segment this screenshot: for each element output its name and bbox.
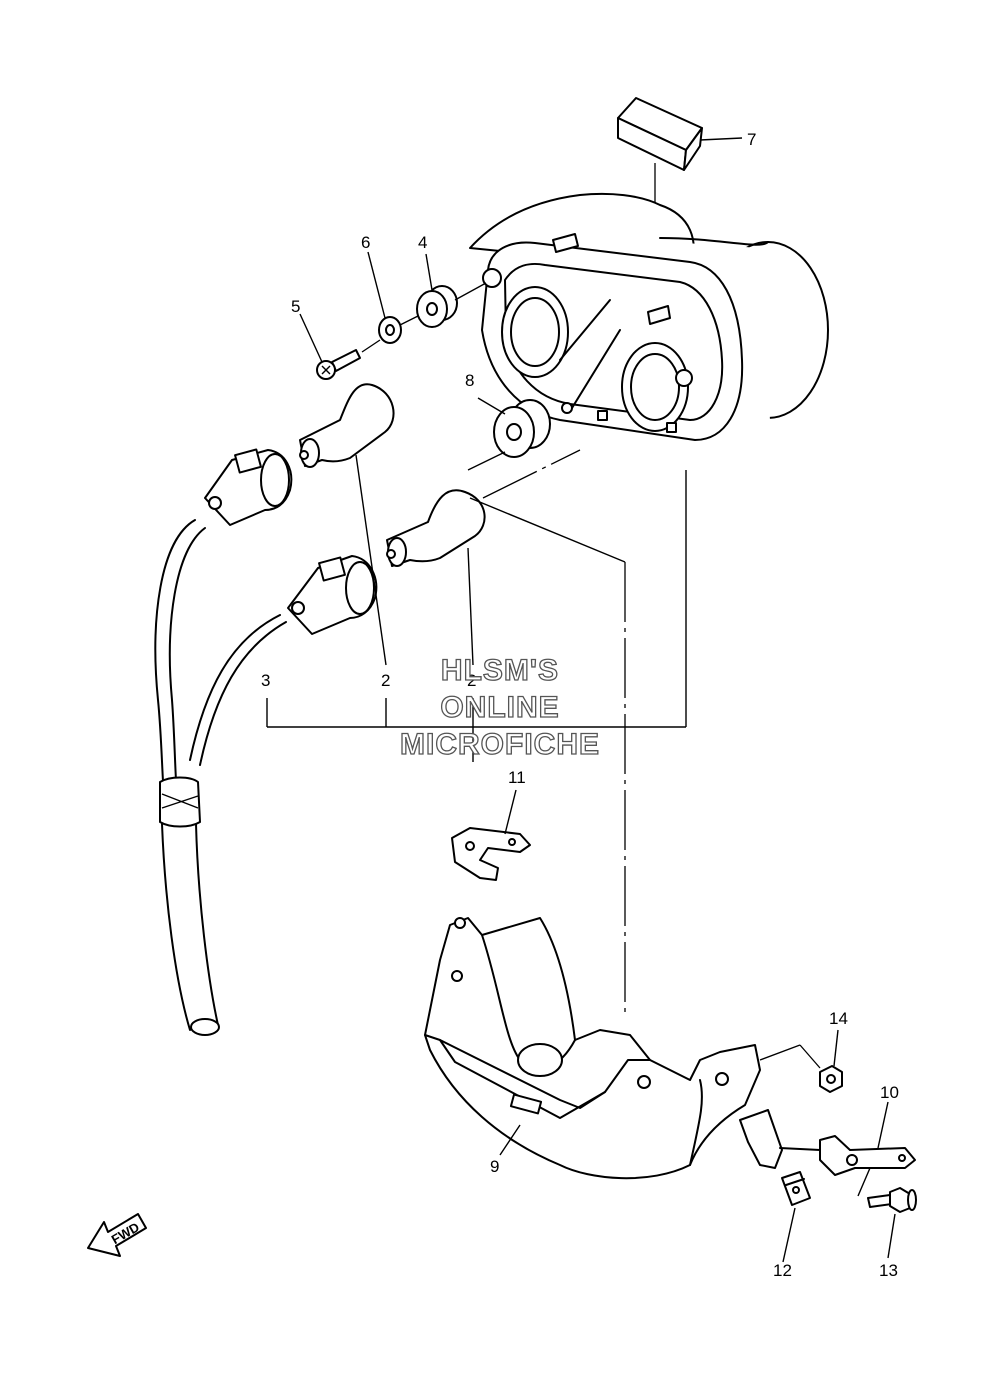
leader-6 [367,251,386,319]
cable-route-line [469,497,626,563]
leader-8 [477,397,506,415]
part-6-washer [378,316,402,344]
leader-12 [782,1207,796,1263]
leader-13b [857,1167,871,1197]
callout-7: 7 [747,130,756,149]
leader-5-chain [361,339,381,353]
part-11-clip [451,827,531,881]
callout-2: 2 [381,671,390,690]
leader-13 [887,1213,896,1259]
part-10-bracket [739,1109,916,1176]
part-4-grommet [416,285,458,328]
part-9-lower-cover [424,917,761,1180]
part-2-bulb-upper [299,383,395,468]
callout-9: 9 [490,1157,499,1176]
bulb-lower-chain [482,449,581,499]
watermark-line1: HLSM'S [441,654,559,687]
leader-14 [833,1029,839,1067]
leader-14-chain-b [759,1044,801,1061]
part-14-nut [819,1065,843,1093]
part-8-grommet [493,399,551,458]
leader-14-chain [799,1044,821,1069]
callout-6: 6 [361,233,370,252]
callout-2-second: 2 [467,671,476,690]
callout-12: 12 [773,1261,792,1280]
meter-housing [469,192,829,441]
fwd-arrow-icon: FWD [87,1213,147,1257]
watermark: HLSM'S ONLINE MICROFICHE [399,653,600,761]
leader-7 [699,137,743,141]
part-5-screw [316,349,361,380]
part-13-bolt [867,1187,917,1213]
leader-5 [299,313,323,363]
callout-10: 10 [880,1083,899,1102]
part-12-clip [781,1171,811,1206]
leader-10 [877,1101,889,1149]
watermark-line2: ONLINE [440,691,559,724]
part-2-bulb-lower [386,489,486,567]
leader-4-chain [454,282,487,301]
callout-4: 4 [418,233,427,252]
callout-bracket-2-3 [266,454,687,762]
part-7-block [617,97,703,171]
callout-13: 13 [879,1261,898,1280]
leader-8-chain [467,451,506,471]
leader-9 [499,1124,521,1156]
leader-4 [425,253,433,291]
callout-14: 14 [829,1009,848,1028]
callout-5: 5 [291,297,300,316]
callout-8: 8 [465,371,474,390]
part-3-socket-harness [154,448,378,1036]
callout-11: 11 [508,768,526,787]
watermark-line3: MICROFICHE [400,728,600,761]
leader-11 [504,789,517,835]
callout-3: 3 [261,671,270,690]
leader-6b [399,315,419,326]
